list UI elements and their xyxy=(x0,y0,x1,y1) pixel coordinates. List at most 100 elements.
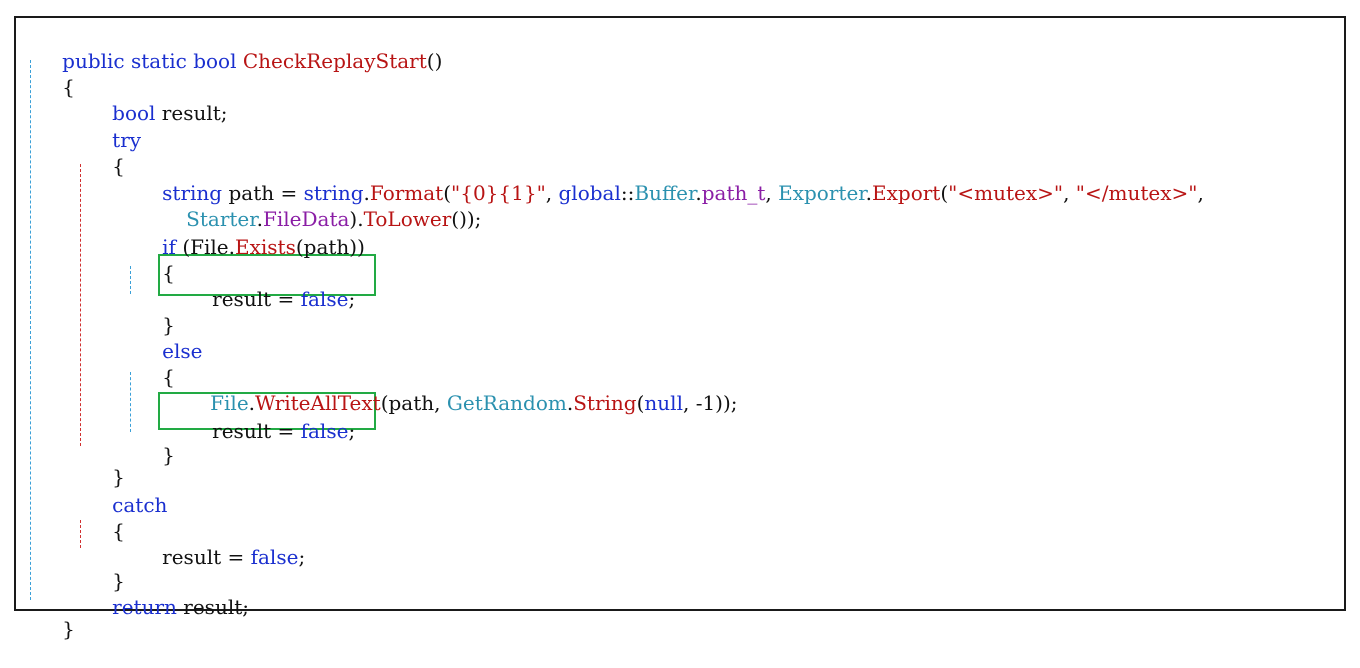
highlight-box-else-branch xyxy=(158,392,376,430)
code-line-12: else xyxy=(124,312,202,363)
code-text: result = xyxy=(212,419,301,443)
code-text: result = xyxy=(162,545,251,569)
code-line-1: public static bool CheckReplayStart() xyxy=(24,22,442,73)
code-line-8: if (File.Exists(path)) xyxy=(124,208,365,259)
code-line-20: result = false; xyxy=(124,518,305,569)
keyword: global xyxy=(558,181,621,205)
code-line-13: { xyxy=(124,338,175,389)
code-line-6: string path = string.Format("{0}{1}", gl… xyxy=(124,154,1204,205)
code-text: ; xyxy=(348,287,356,311)
string-literal: "<mutex>" xyxy=(948,181,1064,205)
indent-guide-outer xyxy=(30,60,31,600)
type-name: GetRandom xyxy=(446,391,567,415)
method-name: Exists xyxy=(235,235,296,259)
code-line-7: Starter.FileData).ToLower()); xyxy=(148,180,481,231)
code-text: . xyxy=(865,181,873,205)
code-text: ( xyxy=(940,181,949,205)
close-brace: } xyxy=(62,617,75,641)
keyword: string xyxy=(162,181,223,205)
indent-guide-catch xyxy=(80,520,81,548)
code-line-4: try xyxy=(74,101,141,152)
keyword: return xyxy=(112,595,177,619)
code-text: . xyxy=(248,391,256,415)
open-brace: { xyxy=(162,365,175,389)
code-line-9: { xyxy=(124,234,175,285)
code-text: :: xyxy=(620,181,635,205)
method-name: WriteAllText xyxy=(255,391,381,415)
indent-guide-else xyxy=(130,372,131,432)
keyword: try xyxy=(112,128,142,152)
code-line-22: return result; xyxy=(74,568,249,619)
code-line-23: } xyxy=(24,590,75,641)
code-line-2: { xyxy=(24,48,75,99)
code-text: , xyxy=(1197,181,1204,205)
close-brace: } xyxy=(162,443,175,467)
indent-guide-if xyxy=(130,266,131,294)
keyword: false xyxy=(300,419,349,443)
open-brace: { xyxy=(62,75,75,99)
type-name: Buffer xyxy=(634,181,696,205)
identifier: result; xyxy=(155,101,228,125)
string-literal: "</mutex>" xyxy=(1075,181,1198,205)
close-brace: } xyxy=(112,569,125,593)
keyword: false xyxy=(250,545,299,569)
keyword: catch xyxy=(112,493,168,517)
code-text: ). xyxy=(349,207,364,231)
code-text: result; xyxy=(176,595,249,619)
code-text: , xyxy=(1063,181,1076,205)
open-brace: { xyxy=(112,519,125,543)
code-text: path = xyxy=(222,181,304,205)
type-name: File xyxy=(210,391,249,415)
code-text: ; xyxy=(298,545,306,569)
code-text: (path, xyxy=(380,391,447,415)
code-text: . xyxy=(566,391,574,415)
method-name: Format xyxy=(369,181,444,205)
code-text: . xyxy=(256,207,263,231)
code-line-15: result = false; xyxy=(174,392,355,443)
code-line-10: result = false; xyxy=(174,260,355,311)
code-line-16: } xyxy=(124,416,175,467)
code-line-18: catch xyxy=(74,466,167,517)
code-line-19: { xyxy=(74,492,125,543)
code-text: ()); xyxy=(451,207,482,231)
keyword: null xyxy=(644,391,683,415)
code-frame: public static bool CheckReplayStart() { … xyxy=(14,16,1346,641)
code-text: , -1)); xyxy=(682,391,738,415)
code-text: . xyxy=(695,181,702,205)
code-text: , xyxy=(765,181,779,205)
method-name: Export xyxy=(872,181,941,205)
code-line-14: File.WriteAllText(path, GetRandom.String… xyxy=(172,364,737,415)
keyword: if xyxy=(162,235,176,259)
highlight-box-if-branch xyxy=(158,254,376,296)
code-line-3: bool result; xyxy=(74,74,227,125)
method-name: String xyxy=(573,391,637,415)
code-text: , xyxy=(545,181,559,205)
keyword: bool xyxy=(112,101,156,125)
indent-guide-try xyxy=(80,164,81,446)
type-name: Exporter xyxy=(778,181,866,205)
code-line-21: } xyxy=(74,542,125,593)
type-name: Starter xyxy=(186,207,257,231)
string-literal: "{0}{1}" xyxy=(451,181,546,205)
keyword: false xyxy=(300,287,349,311)
open-brace: { xyxy=(162,261,175,285)
code-text: ( xyxy=(636,391,645,415)
member-name: path_t xyxy=(701,181,766,205)
method-name: ToLower xyxy=(363,207,452,231)
close-brace: } xyxy=(162,313,175,337)
method-name: CheckReplayStart xyxy=(242,49,427,73)
punctuation: () xyxy=(426,49,443,73)
keyword: string xyxy=(303,181,364,205)
code-text: (path)) xyxy=(295,235,365,259)
member-name: FileData xyxy=(262,207,350,231)
close-brace: } xyxy=(112,465,125,489)
code-line-5: { xyxy=(74,127,125,178)
code-text: ; xyxy=(348,419,356,443)
open-brace: { xyxy=(112,154,125,178)
code-line-11: } xyxy=(124,286,175,337)
code-text: . xyxy=(363,181,370,205)
keyword: public static bool xyxy=(62,49,243,73)
code-text: result = xyxy=(212,287,301,311)
code-text: ( xyxy=(443,181,452,205)
keyword: else xyxy=(162,339,203,363)
